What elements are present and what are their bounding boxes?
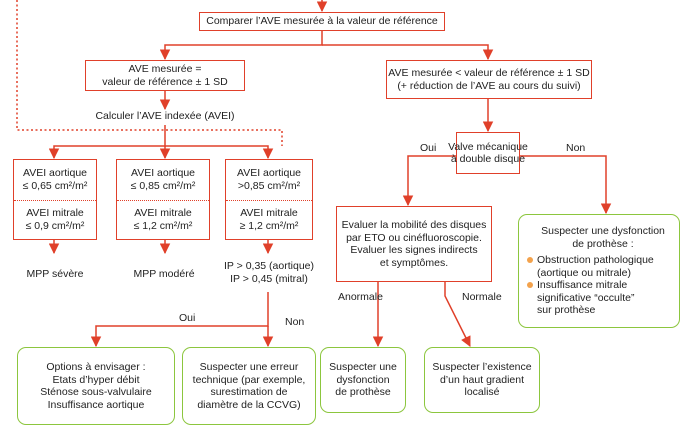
bullet-dot-icon (527, 282, 533, 289)
bullet2-line-3: sur prothèse (537, 304, 596, 317)
bullet1-line-1: Obstruction pathologique (537, 254, 654, 267)
suspect-title-line-2: de prothèse : (572, 237, 634, 250)
edge-anormale-text: Anormale (338, 291, 383, 303)
edge-non-valve: Non (566, 142, 585, 155)
col3-top-line-2: >0,85 cm²/m² (237, 179, 301, 192)
mpp-modere-text: MPP modéré (133, 268, 195, 280)
compare-text: Comparer l’AVE mesurée à la valeur de ré… (206, 15, 438, 28)
gradient-line-3: localisé (464, 386, 500, 399)
col1-top-line-1: AVEI aortique (22, 167, 87, 180)
gradient-line-2: d’un haut gradient (439, 373, 525, 386)
bullet-insuffisance: Insuffisance mitrale significative “occu… (527, 279, 634, 317)
arrow-calc-col3 (165, 145, 274, 160)
bullet-obstruction: Obstruction pathologique (aortique ou mi… (527, 254, 654, 279)
erreur-box: Suspecter une erreur technique (par exem… (182, 347, 316, 425)
col3-bottom-line-2: ≥ 1,2 cm²/m² (239, 219, 299, 232)
erreur-line-2: technique (par exemple, (192, 373, 306, 386)
edge-non-valve-text: Non (566, 142, 586, 154)
suspect-right-box: Suspecter une dysfonction de prothèse : … (518, 214, 680, 328)
edge-oui-left: Oui (179, 312, 195, 325)
compare-box: Comparer l’AVE mesurée à la valeur de ré… (199, 12, 445, 31)
options-line-1: Options à envisager : (46, 361, 146, 373)
arrow-compare-right (322, 44, 494, 61)
bullet1-line-2: (aortique ou mitrale) (537, 266, 631, 279)
col1-top-line-2: ≤ 0,65 cm²/m² (22, 179, 88, 192)
gradient-box: Suspecter l’existence d’un haut gradient… (424, 347, 540, 413)
dysfonction-box: Suspecter une dysfonction de prothèse (320, 347, 406, 413)
edge-anormale: Anormale (338, 291, 383, 304)
ip-line-1: IP > 0,35 (aortique) (224, 260, 314, 272)
dysfonction-line-3: de prothèse (335, 386, 391, 399)
arrow-valve-non (520, 155, 612, 215)
col1-aortique: AVEI aortique ≤ 0,65 cm²/m² (14, 160, 96, 201)
edge-non-left: Non (285, 316, 304, 329)
evaluer-line-1: Evaluer la mobilité des disques (341, 219, 487, 231)
suspect-right-title: Suspecter une dysfonction de prothèse : (541, 225, 665, 250)
col2-top-line-2: ≤ 0,85 cm²/m² (130, 179, 196, 192)
avei-col1-box: AVEI aortique ≤ 0,65 cm²/m² AVEI mitrale… (13, 159, 97, 240)
mpp-modere-label: MPP modéré (118, 268, 210, 281)
avei-col2-box: AVEI aortique ≤ 0,85 cm²/m² AVEI mitrale… (116, 159, 210, 240)
edge-non-left-text: Non (285, 316, 305, 328)
col2-top-line-1: AVEI aortique (130, 167, 195, 180)
bullet2-line-1: Insuffisance mitrale (537, 279, 628, 292)
ave-less-line-2: (+ réduction de l’AVE au cours du suivi) (397, 79, 581, 92)
gradient-line-1: Suspecter l’existence (432, 361, 532, 374)
col2-bottom-line-1: AVEI mitrale (134, 207, 192, 220)
col1-bottom-line-1: AVEI mitrale (26, 207, 84, 220)
edge-oui-left-text: Oui (179, 312, 196, 324)
ave-less-box: AVE mesurée < valeur de référence ± 1 SD… (386, 60, 592, 99)
options-line-4: Insuffisance aortique (47, 398, 145, 411)
col2-mitrale: AVEI mitrale ≤ 1,2 cm²/m² (117, 201, 209, 240)
dotted-loop (16, 0, 283, 146)
erreur-line-3: surestimation de (210, 386, 288, 398)
dysfonction-line-1: Suspecter une (329, 361, 397, 374)
col1-mitrale: AVEI mitrale ≤ 0,9 cm²/m² (14, 201, 96, 240)
arrow-evaluer-normale (444, 282, 471, 347)
valve-line-1: Valve mécanique (448, 140, 528, 153)
arrow-ip-branches (90, 292, 269, 348)
erreur-line-4: diamètre de la CCVG) (197, 398, 301, 411)
valve-line-2: à double disque (450, 153, 526, 165)
ave-equal-line-1: AVE mesurée = (128, 63, 202, 75)
col3-top-line-1: AVEI aortique (236, 167, 301, 180)
edge-oui-valve: Oui (420, 142, 436, 155)
calc-avei-label: Calculer l’AVE indexée (AVEI) (88, 110, 242, 123)
evaluer-line-4: et symptômes. (379, 256, 449, 269)
col1-bottom-line-2: ≤ 0,9 cm²/m² (25, 219, 85, 232)
arrow-calc-cols (48, 125, 166, 160)
bullet2-line-2: significative “occulte” (537, 291, 635, 304)
col2-bottom-line-2: ≤ 1,2 cm²/m² (133, 219, 193, 232)
mpp-severe-label: MPP sévère (14, 268, 96, 281)
options-line-2: Etats d’hyper débit (52, 373, 140, 386)
valve-box: Valve mécanique à double disque (448, 132, 528, 174)
bullet-dot-icon (527, 257, 533, 264)
evaluer-box: Evaluer la mobilité des disques par ETO … (336, 206, 492, 282)
col3-mitrale: AVEI mitrale ≥ 1,2 cm²/m² (226, 201, 312, 240)
ip-line-2: IP > 0,45 (mitral) (230, 272, 308, 285)
evaluer-line-3: Evaluer les signes indirects (350, 244, 478, 256)
calc-avei-text: Calculer l’AVE indexée (AVEI) (95, 110, 235, 122)
ave-less-line-1: AVE mesurée < valeur de référence ± 1 SD (388, 67, 590, 79)
ave-equal-line-2: valeur de référence ± 1 SD (102, 75, 228, 88)
col2-aortique: AVEI aortique ≤ 0,85 cm²/m² (117, 160, 209, 201)
options-line-3: Sténose sous-valvulaire (40, 386, 152, 398)
evaluer-line-2: par ETO ou cinéfluoroscopie. (346, 231, 482, 244)
erreur-line-1: Suspecter une erreur (199, 361, 299, 373)
suspect-title-line-1: Suspecter une dysfonction (541, 225, 665, 238)
avei-col3-box: AVEI aortique >0,85 cm²/m² AVEI mitrale … (225, 159, 313, 240)
edge-normale-text: Normale (462, 291, 502, 303)
edge-oui-valve-text: Oui (420, 142, 437, 154)
arrow-valve-oui (402, 155, 456, 207)
edge-normale: Normale (462, 291, 502, 304)
ip-label: IP > 0,35 (aortique) IP > 0,45 (mitral) (212, 260, 326, 285)
options-box: Options à envisager : Etats d’hyper débi… (17, 347, 175, 425)
dysfonction-line-2: dysfonction (336, 373, 390, 386)
arrow-compare-left (159, 31, 323, 61)
ave-equal-box: AVE mesurée = valeur de référence ± 1 SD (85, 60, 245, 91)
col3-bottom-line-1: AVEI mitrale (240, 207, 298, 220)
mpp-severe-text: MPP sévère (26, 268, 84, 280)
col3-aortique: AVEI aortique >0,85 cm²/m² (226, 160, 312, 201)
